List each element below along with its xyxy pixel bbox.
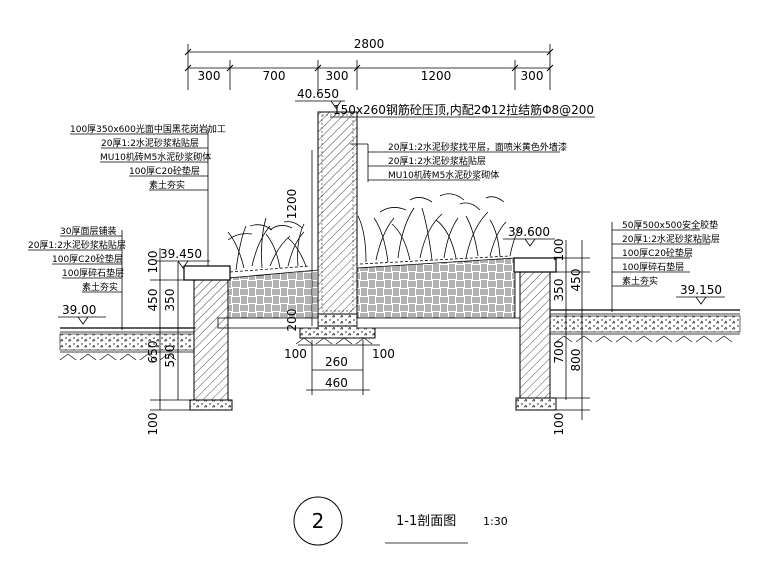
vdim-right-350: 350 <box>552 279 566 302</box>
left-material-notes-low: 30厚面层铺装 20厚1:2水泥砂浆粘贴层 100厚C20砼垫层 100厚碎石垫… <box>28 225 126 330</box>
vdim-right-450: 450 <box>569 269 583 292</box>
right-material-notes: 50厚500x500安全胶垫 20厚1:2水泥砂浆粘贴层 100厚C20砼垫层 … <box>611 219 720 312</box>
dim-segment-3: 300 <box>326 69 349 83</box>
left-material-notes-top: 100厚350x600光面中国黑花岗岩加工 20厚1:2水泥砂浆粘贴层 MU10… <box>70 123 226 266</box>
note-left-low-4: 100厚碎石垫层 <box>62 267 124 279</box>
elevation-39000: 39.00 <box>62 303 96 317</box>
vdim-left-350: 350 <box>163 289 177 312</box>
section-title-block: 2 1-1剖面图 1:30 <box>293 496 508 546</box>
vdim-right-800: 800 <box>569 349 583 372</box>
elevation-39450: 39.450 <box>160 247 202 261</box>
center-vertical-dimensions: 1200 200 <box>285 150 313 332</box>
central-wall <box>299 111 376 339</box>
planting-group <box>227 193 521 273</box>
hdim-460: 460 <box>325 376 348 390</box>
elevation-marker-right-wall: 39.600 <box>503 225 555 247</box>
ground-earth <box>59 335 733 361</box>
bottom-dimensions: 100 260 100 460 <box>284 340 395 395</box>
vdim-center-200: 200 <box>285 309 299 332</box>
elevation-39600: 39.600 <box>508 225 550 239</box>
dim-segment-4: 1200 <box>421 69 452 83</box>
vdim-left-650: 650 <box>146 341 160 364</box>
note-left-low-5: 素土夯实 <box>82 281 118 293</box>
hdim-260: 260 <box>325 355 348 369</box>
right-vertical-dimensions: 100 350 450 700 800 100 <box>552 239 590 436</box>
note-left-low-1: 30厚面层铺装 <box>60 225 116 237</box>
note-right-1: 50厚500x500安全胶垫 <box>622 219 718 231</box>
overall-dimension: 2800 <box>354 37 385 51</box>
section-number: 2 <box>312 509 325 533</box>
note-center-2: 20厚1:2水泥砂浆粘贴层 <box>388 155 486 167</box>
vdim-left-450: 450 <box>146 289 160 312</box>
note-left-top-3: MU10机砖M5水泥砂浆砌体 <box>100 151 211 163</box>
note-right-5: 素土夯实 <box>622 275 658 287</box>
left-retaining-wall <box>59 265 233 411</box>
dim-segment-2: 700 <box>263 69 286 83</box>
vdim-right-100-top: 100 <box>552 239 566 262</box>
vdim-right-700: 700 <box>552 341 566 364</box>
vdim-left-100-bottom: 100 <box>146 413 160 436</box>
elevation-marker-left-wall: 39.450 <box>155 247 210 269</box>
top-dimension-chain: 2800 300 700 300 1200 300 <box>184 37 554 90</box>
dim-segment-1: 300 <box>198 69 221 83</box>
note-right-2: 20厚1:2水泥砂浆粘贴层 <box>622 233 720 245</box>
vdim-center-1200: 1200 <box>285 189 299 220</box>
note-center-1: 20厚1:2水泥砂浆找平层，面喷米黄色外墙漆 <box>388 141 567 153</box>
note-left-top-1: 100厚350x600光面中国黑花岗岩加工 <box>70 123 226 135</box>
note-left-top-4: 100厚C20砼垫层 <box>129 165 200 177</box>
note-left-low-3: 100厚C20砼垫层 <box>52 253 123 265</box>
vdim-right-100-bottom: 100 <box>552 413 566 436</box>
cap-note: 150x260钢筋砼压顶,内配2Φ12拉结筋Φ8@200 <box>333 102 594 117</box>
elevation-marker-top: 40.650 <box>295 87 345 109</box>
vdim-left-100-top: 100 <box>146 251 160 274</box>
vdim-left-550: 550 <box>163 345 177 368</box>
section-title: 1-1剖面图 <box>396 514 456 529</box>
hdim-100-right: 100 <box>372 347 395 361</box>
elevation-marker-right-ground: 39.150 <box>676 283 725 305</box>
left-vertical-dimensions: 100 450 350 650 550 100 <box>146 248 196 435</box>
section-scale: 1:30 <box>483 515 508 528</box>
elevation-marker-left-ground: 39.00 <box>58 303 106 325</box>
note-right-4: 100厚碎石垫层 <box>622 261 684 273</box>
note-center-3: MU10机砖M5水泥砂浆砌体 <box>388 169 499 181</box>
right-retaining-wall <box>513 257 741 411</box>
center-material-notes: 20厚1:2水泥砂浆找平层，面喷米黄色外墙漆 20厚1:2水泥砂浆粘贴层 MU1… <box>350 141 567 182</box>
note-left-low-2: 20厚1:2水泥砂浆粘贴层 <box>28 239 126 251</box>
note-left-top-2: 20厚1:2水泥砂浆粘贴层 <box>101 137 199 149</box>
note-left-top-5: 素土夯实 <box>149 179 185 191</box>
hdim-100-left: 100 <box>284 347 307 361</box>
elevation-39150: 39.150 <box>680 283 722 297</box>
dim-segment-5: 300 <box>521 69 544 83</box>
elevation-40650: 40.650 <box>297 87 339 101</box>
planter-fill <box>217 257 521 329</box>
note-right-3: 100厚C20砼垫层 <box>622 247 693 259</box>
